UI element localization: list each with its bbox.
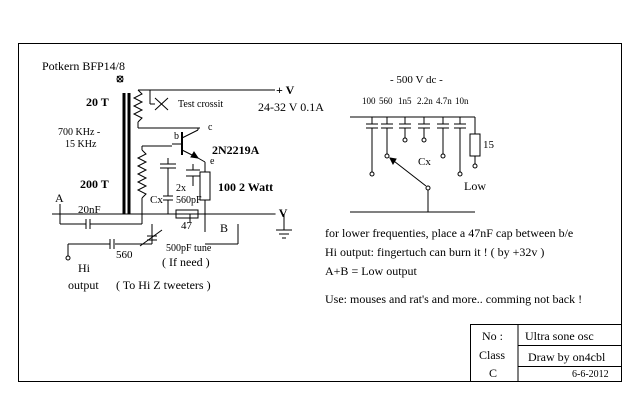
frequency-line1: 700 KHz - bbox=[58, 127, 101, 138]
tweeters-note: ( To Hi Z tweeters ) bbox=[116, 278, 211, 292]
core-label: Potkern BFP14/8 bbox=[42, 59, 126, 73]
cap-value-label: 1n5 bbox=[398, 96, 412, 106]
title-block-class-value: C bbox=[489, 366, 498, 380]
switch-bank-caps bbox=[366, 117, 466, 177]
hi-output-line1: Hi bbox=[78, 261, 90, 275]
cx-switch-label: Cx bbox=[418, 156, 431, 168]
resistor-47-label: 47 bbox=[181, 220, 192, 232]
drawing-frame bbox=[18, 43, 622, 382]
cap-value-label: 10n bbox=[455, 96, 469, 106]
hi-output-line2: output bbox=[68, 278, 99, 292]
secondary-turns: 200 T bbox=[80, 177, 109, 191]
selector-arm bbox=[389, 157, 427, 187]
note-line4: Use: mouses and rat's and more.. comming… bbox=[325, 292, 583, 306]
plus-v-label: + V bbox=[276, 83, 295, 97]
switch-bank-title: - 500 V dc - bbox=[390, 74, 443, 86]
primary-turns: 20 T bbox=[86, 95, 109, 109]
cap-value-label: 2.2n bbox=[417, 96, 433, 106]
title-block-title: Ultra sone osc bbox=[525, 329, 594, 343]
note-line2: Hi output: fingertuch can burn it ! ( by… bbox=[325, 245, 545, 259]
core-adjust-icon bbox=[116, 75, 124, 83]
cap-20nf-label: 20nF bbox=[78, 204, 101, 216]
title-block-no: No : bbox=[482, 329, 503, 343]
title-block-date: 6-6-2012 bbox=[572, 369, 609, 380]
resistor-15-label: 15 bbox=[483, 139, 494, 151]
cx-left-label: Cx bbox=[150, 194, 163, 206]
primary-winding-coil bbox=[132, 89, 144, 123]
resistor-15 bbox=[469, 133, 481, 157]
transistor-pin-e: e bbox=[210, 156, 215, 167]
cap-value-label: 4.7n bbox=[436, 96, 452, 106]
resistor-47-ohm bbox=[175, 209, 199, 219]
if-need-label: ( If need ) bbox=[162, 255, 210, 269]
cap-2x-line2: 560pF bbox=[176, 195, 202, 206]
cap-value-label: 100 bbox=[362, 96, 376, 106]
minus-v-label: - V bbox=[272, 206, 288, 220]
cap-2x-line1: 2x bbox=[176, 183, 186, 194]
supply-voltage-label: 24-32 V 0.1A bbox=[258, 100, 324, 114]
secondary-winding-coil bbox=[136, 149, 148, 199]
title-block bbox=[470, 324, 622, 382]
cap-560-label: 560 bbox=[116, 249, 133, 261]
transistor-pin-b: b bbox=[174, 131, 179, 142]
resistor-100-label: 100 2 Watt bbox=[218, 180, 274, 194]
note-line1: for lower frequenties, place a 47nF cap … bbox=[325, 226, 574, 240]
frequency-line2: 15 KHz bbox=[65, 139, 97, 150]
title-block-class: Class bbox=[479, 348, 506, 362]
note-line3: A+B = Low output bbox=[325, 264, 417, 278]
low-label: Low bbox=[464, 179, 486, 193]
cap-tune-label: 500pF tune bbox=[166, 243, 212, 254]
title-block-author: Draw by on4cbl bbox=[528, 350, 606, 364]
transistor-name: 2N2219A bbox=[212, 143, 260, 157]
test-crossit-label: Test crossit bbox=[178, 99, 224, 110]
point-a-label: A bbox=[55, 191, 64, 205]
point-b-label: B bbox=[220, 221, 229, 235]
transistor-pin-c: c bbox=[208, 122, 213, 133]
cap-value-label: 560 bbox=[379, 96, 393, 106]
